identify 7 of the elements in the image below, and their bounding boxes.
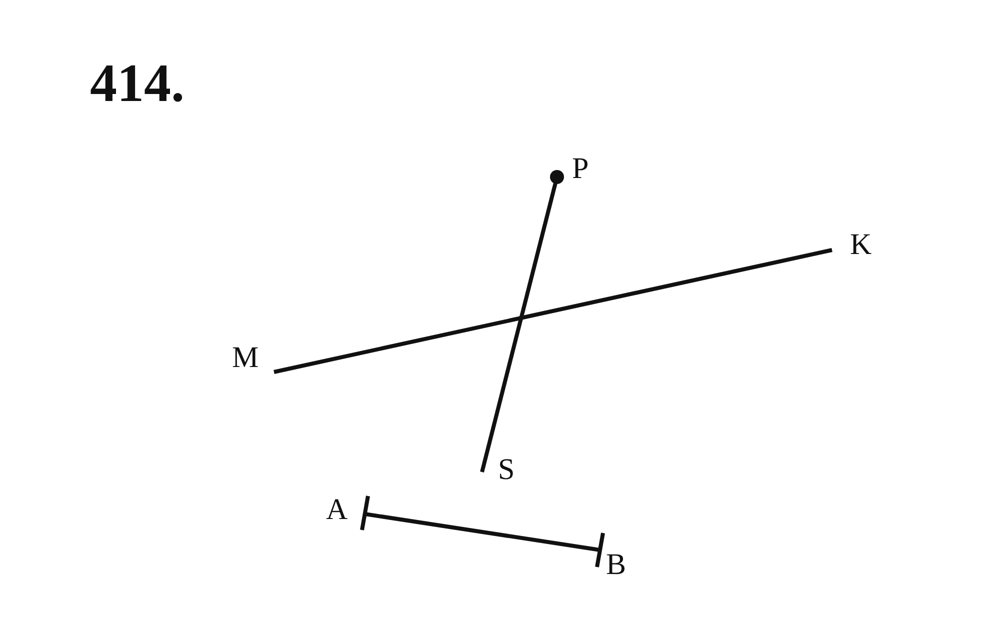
point-label: B — [606, 550, 626, 580]
point-label: P — [572, 154, 589, 184]
point-label: A — [326, 495, 348, 525]
exercise-number: 414. — [90, 56, 184, 110]
point-label: K — [850, 230, 872, 260]
point-label: M — [232, 343, 259, 373]
point-label: S — [498, 455, 515, 485]
